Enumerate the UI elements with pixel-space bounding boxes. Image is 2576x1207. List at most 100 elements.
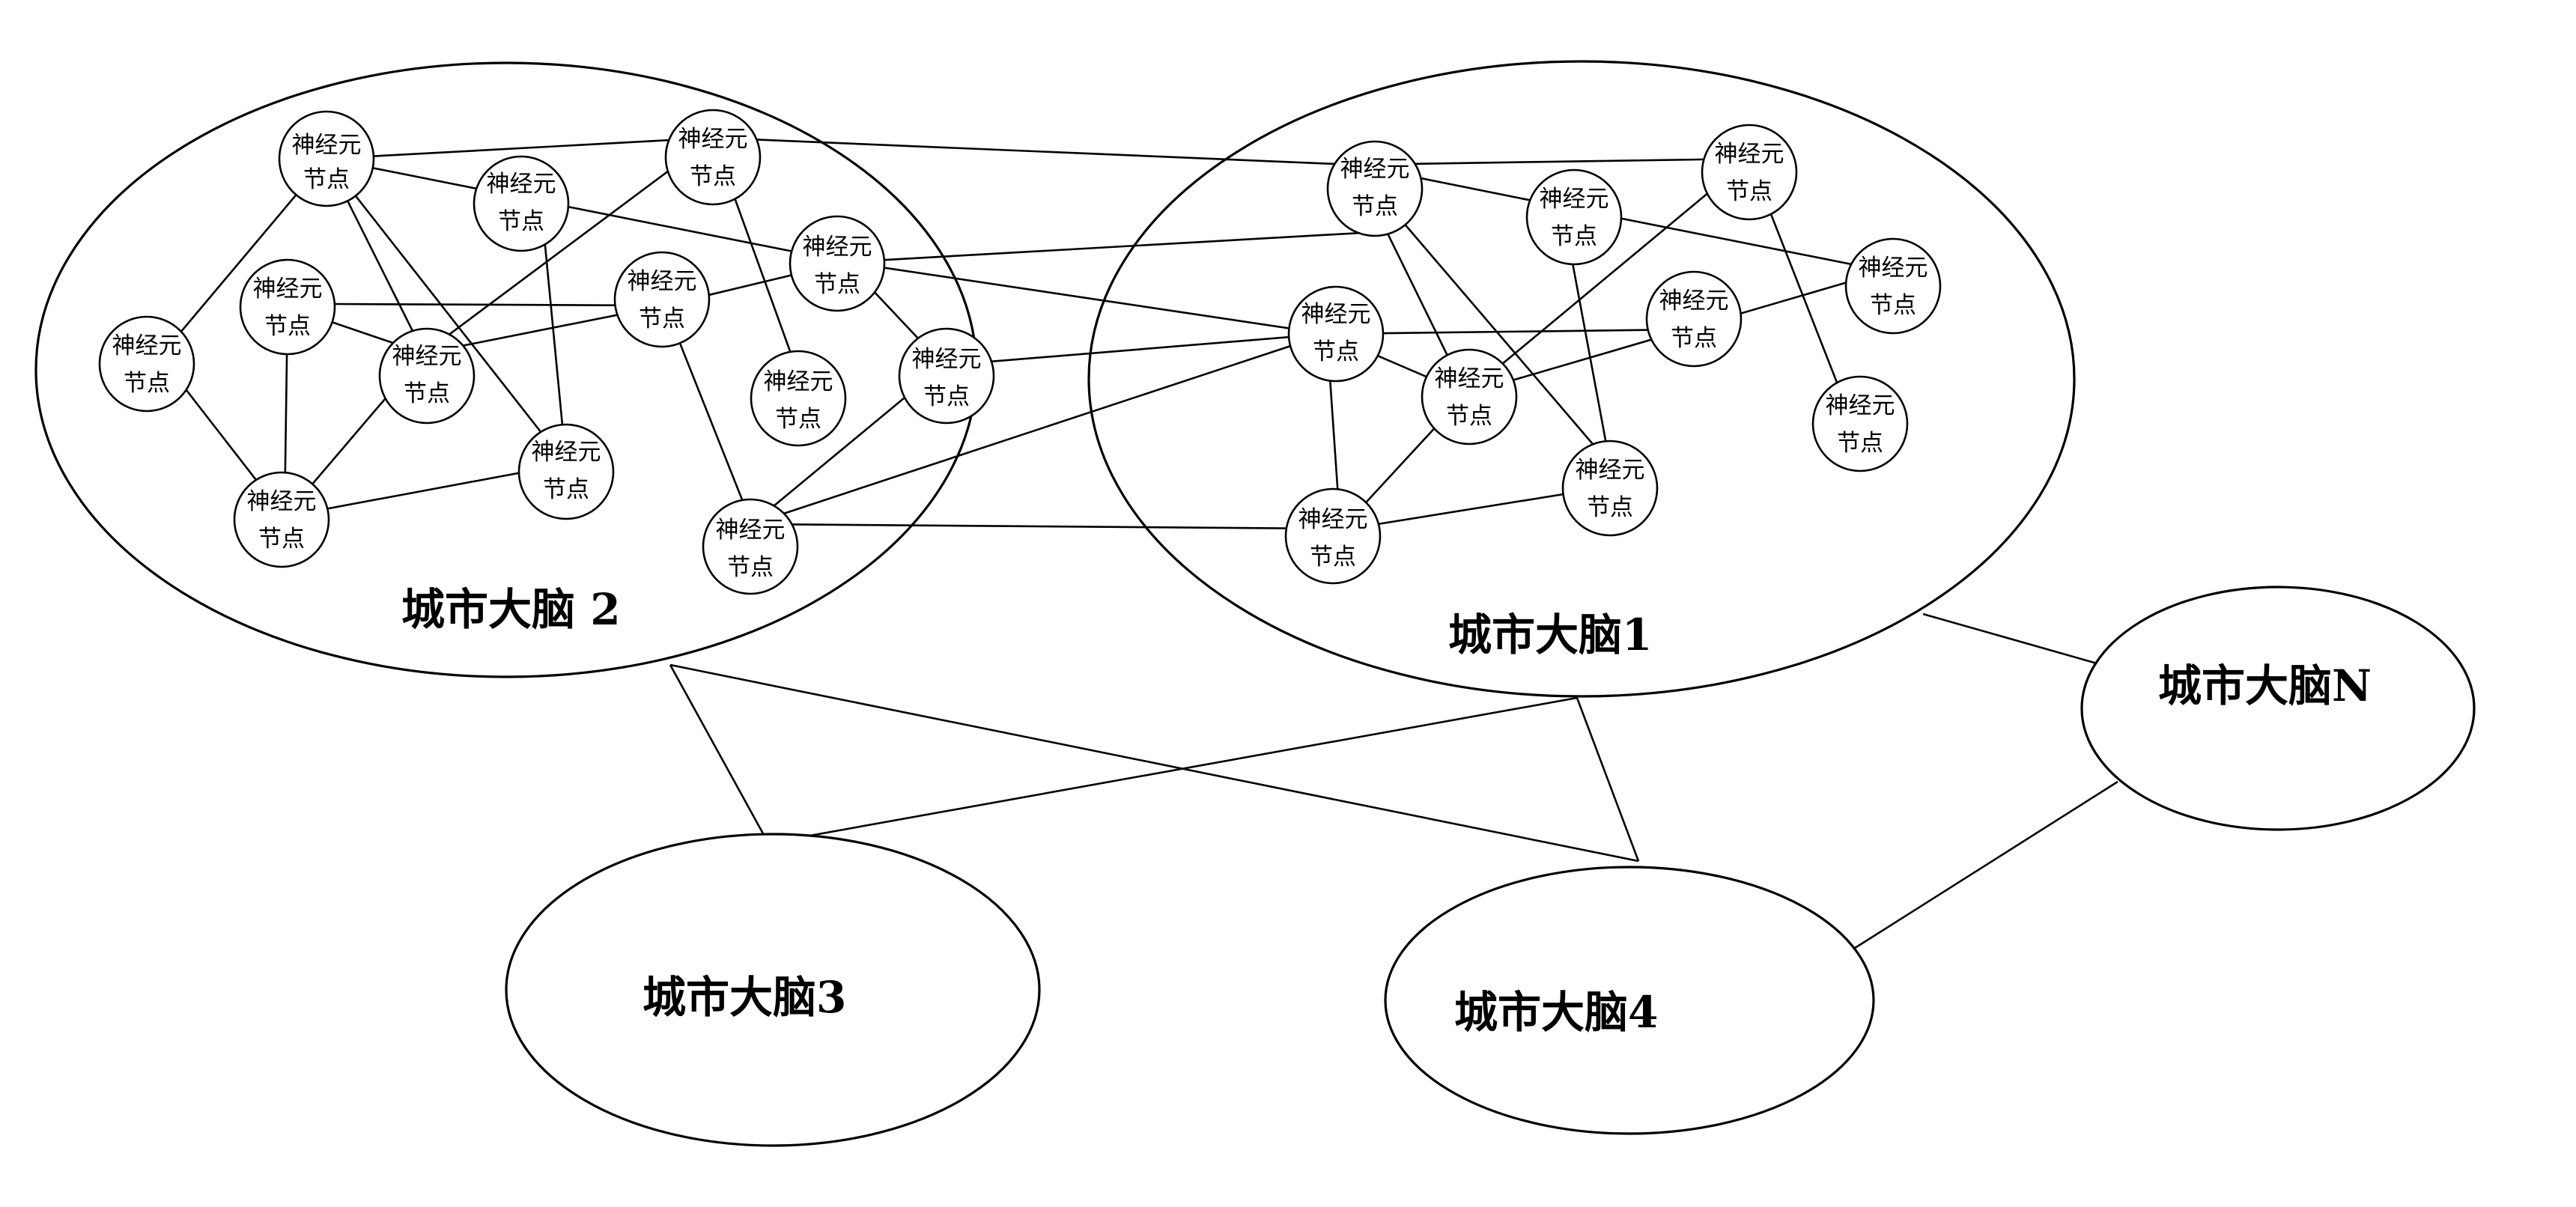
neuron-node: 神经元 节点 [1284, 487, 1382, 585]
neuron-node: 神经元 节点 [1525, 168, 1623, 266]
neuron-node-line1: 神经元 [1298, 506, 1368, 533]
neuron-node-circle [1701, 124, 1798, 221]
brain-3-ellipse [505, 833, 1041, 1147]
inter-brain-links [669, 612, 2118, 951]
neuron-node: 神经元 节点 [1561, 440, 1659, 537]
brain-n-ellipse [2080, 586, 2476, 831]
neuron-node-circle [664, 109, 762, 206]
neuron-link [423, 136, 714, 355]
neuron-node: 神经元 节点 [613, 251, 711, 348]
neuron-node: 神经元 节点 [517, 423, 615, 520]
neuron-node-line2: 节点 [1352, 193, 1398, 220]
neuron-node-line1: 神经元 [1826, 392, 1895, 419]
neuron-node-line1: 神经元 [716, 517, 786, 544]
neuron-node-line1: 神经元 [1301, 301, 1371, 328]
neuron-node-line1: 神经元 [1659, 288, 1729, 314]
neuron-node: 神经元 节点 [378, 327, 476, 425]
link-bN-b4 [1852, 780, 2118, 951]
neuron-link [751, 332, 1328, 526]
neuron-node-circle [750, 350, 847, 447]
neuron-link [1326, 328, 1689, 335]
neuron-node-line2: 节点 [124, 370, 170, 397]
link-b2-b3 [669, 664, 770, 844]
neuron-node-circle [1421, 348, 1518, 446]
neuron-node-line2: 节点 [498, 208, 544, 235]
neuron-node-circle [473, 155, 570, 252]
neuron-node-line2: 节点 [1551, 223, 1597, 250]
neuron-node: 神经元 节点 [1844, 237, 1942, 335]
neuron-node-line2: 节点 [404, 380, 450, 407]
neuron-node: 神经元 节点 [233, 471, 330, 568]
neuron-node-line1: 神经元 [803, 234, 872, 261]
neuron-node-line1: 神经元 [628, 268, 697, 295]
neuron-node-circle [1645, 270, 1743, 368]
neuron-node-line1: 神经元 [487, 171, 556, 198]
neuron-node-circle [1525, 168, 1623, 266]
neuron-node-line2: 节点 [1310, 544, 1356, 571]
neuron-node-line1: 神经元 [392, 343, 462, 370]
neuron-node-circle [789, 215, 886, 312]
neuron-node-line1: 神经元 [1715, 141, 1784, 168]
neuron-node-line2: 节点 [1726, 178, 1772, 205]
neuron-node-circle [898, 327, 995, 425]
neuron-node: 神经元 节点 [898, 327, 995, 425]
neuron-node-circle [233, 471, 330, 568]
neuron-node: 神经元 节点 [98, 315, 195, 413]
neuron-link [1353, 157, 1750, 166]
neuron-node-line2: 节点 [1837, 430, 1883, 457]
neuron-link [712, 136, 1355, 166]
neuron-node-circle [239, 258, 336, 356]
neuron-node-circle [1811, 375, 1909, 472]
neuron-node-line1: 神经元 [912, 346, 982, 373]
neuron-node: 神经元 节点 [664, 109, 762, 206]
neuron-node: 神经元 节点 [1645, 270, 1743, 368]
neuron-node-line2: 节点 [303, 166, 350, 193]
brain-1-label: 城市大脑1 [1448, 609, 1652, 660]
brain-3-label: 城市大脑3 [643, 972, 846, 1023]
neuron-link [325, 158, 568, 465]
neuron-node-circle [517, 423, 615, 520]
neuron-node: 神经元 节点 [1326, 140, 1424, 237]
neuron-node-line2: 节点 [1870, 292, 1916, 319]
brain-labels: 城市大脑 2 城市大脑1 城市大脑N 城市大脑3 城市大脑4 [401, 584, 2372, 1038]
neuron-node-circle [1284, 487, 1382, 585]
neuron-node: 神经元 节点 [789, 215, 886, 312]
neuron-node: 神经元 节点 [1701, 124, 1798, 221]
neuron-node: 神经元 节点 [1287, 285, 1385, 383]
neuron-node-circle [98, 315, 195, 413]
neuron-link [943, 332, 1328, 367]
neuron-node-line1: 神经元 [247, 488, 317, 515]
neuron-node-line1: 神经元 [764, 368, 833, 395]
brain-4-ellipse [1384, 866, 1875, 1135]
neuron-link [845, 261, 1328, 335]
link-b1-bN [1922, 612, 2097, 665]
neuron-node-line2: 节点 [775, 406, 821, 433]
brain-4-label: 城市大脑4 [1454, 987, 1658, 1038]
neuron-node-line2: 节点 [1587, 494, 1633, 521]
neuron-node-line2: 节点 [814, 271, 860, 298]
neuron-node-line2: 节点 [1446, 403, 1492, 430]
neuron-nodes: 神经元 节点 神经元 节点 神经元 节点 神经元 节点 神经元 节点 神经元 节… [98, 109, 1942, 595]
neuron-node-line1: 神经元 [253, 276, 323, 302]
neuron-node-line1: 神经元 [1859, 255, 1928, 282]
neuron-node-circle [378, 327, 476, 425]
neuron-node-line1: 神经元 [678, 126, 748, 153]
neuron-node-line2: 节点 [1313, 338, 1359, 365]
neuron-node-circle [1326, 140, 1424, 237]
neuron-node-circle [702, 498, 799, 595]
neuron-node-circle [613, 251, 711, 348]
neuron-node-line2: 节点 [264, 313, 311, 340]
neuron-node-line1: 神经元 [1340, 156, 1410, 183]
neuron-node-circle [1844, 237, 1942, 335]
neuron-node-line2: 节点 [727, 554, 774, 581]
neuron-node: 神经元 节点 [750, 350, 847, 447]
neuron-node-line1: 神经元 [1435, 365, 1504, 392]
neuron-link [326, 136, 714, 160]
neuron-node-line2: 节点 [258, 526, 305, 553]
neuron-node-line1: 神经元 [1540, 186, 1609, 213]
neuron-node-circle [1561, 440, 1659, 537]
neuron-node-line1: 神经元 [112, 332, 182, 359]
neuron-links [159, 136, 1886, 532]
neuron-node: 神经元 节点 [239, 258, 336, 356]
